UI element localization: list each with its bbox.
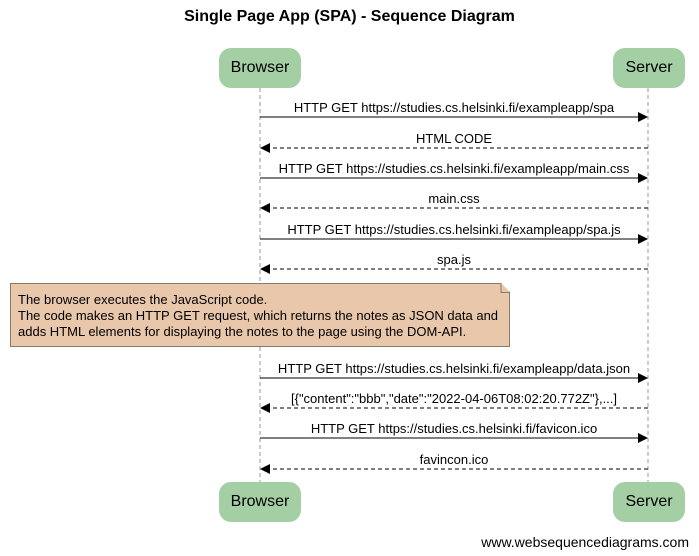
- arrow-head: [638, 373, 648, 383]
- actor-browser-bottom: Browser: [219, 482, 301, 522]
- message-label: HTTP GET https://studies.cs.helsinki.fi/…: [287, 222, 621, 237]
- arrow-head: [638, 234, 648, 244]
- actor-browser-top: Browser: [219, 48, 301, 88]
- arrow-head: [260, 203, 270, 213]
- arrow-head: [638, 112, 648, 122]
- actor-server-bottom: Server: [613, 482, 685, 522]
- message-label: spa.js: [437, 252, 471, 267]
- note-box: The browser executes the JavaScript code…: [10, 283, 510, 347]
- note-line: The browser executes the JavaScript code…: [18, 292, 268, 307]
- note-line: adds HTML elements for displaying the no…: [18, 324, 467, 339]
- actor-server-top: Server: [613, 48, 685, 88]
- arrow-head: [638, 433, 648, 443]
- message-label: favincon.ico: [419, 452, 489, 467]
- message-label: HTTP GET https://studies.cs.helsinki.fi/…: [277, 361, 631, 376]
- message-label: HTTP GET https://studies.cs.helsinki.fi/…: [310, 421, 598, 436]
- note-fold: [500, 283, 510, 293]
- arrow-head: [260, 403, 270, 413]
- arrow-head: [260, 464, 270, 474]
- message-label: HTTP GET https://studies.cs.helsinki.fi/…: [293, 100, 615, 115]
- message-label: HTML CODE: [415, 131, 493, 146]
- note-line: The code makes an HTTP GET request, whic…: [18, 308, 499, 323]
- footer-credit: www.websequencediagrams.com: [481, 534, 689, 550]
- arrow-head: [638, 173, 648, 183]
- message-label: HTTP GET https://studies.cs.helsinki.fi/…: [278, 161, 630, 176]
- diagram-title: Single Page App (SPA) - Sequence Diagram: [184, 8, 515, 25]
- message-label: main.css: [428, 191, 480, 206]
- arrow-head: [260, 264, 270, 274]
- message-label: [{"content":"bbb","date":"2022-04-06T08:…: [290, 391, 618, 406]
- arrow-head: [260, 143, 270, 153]
